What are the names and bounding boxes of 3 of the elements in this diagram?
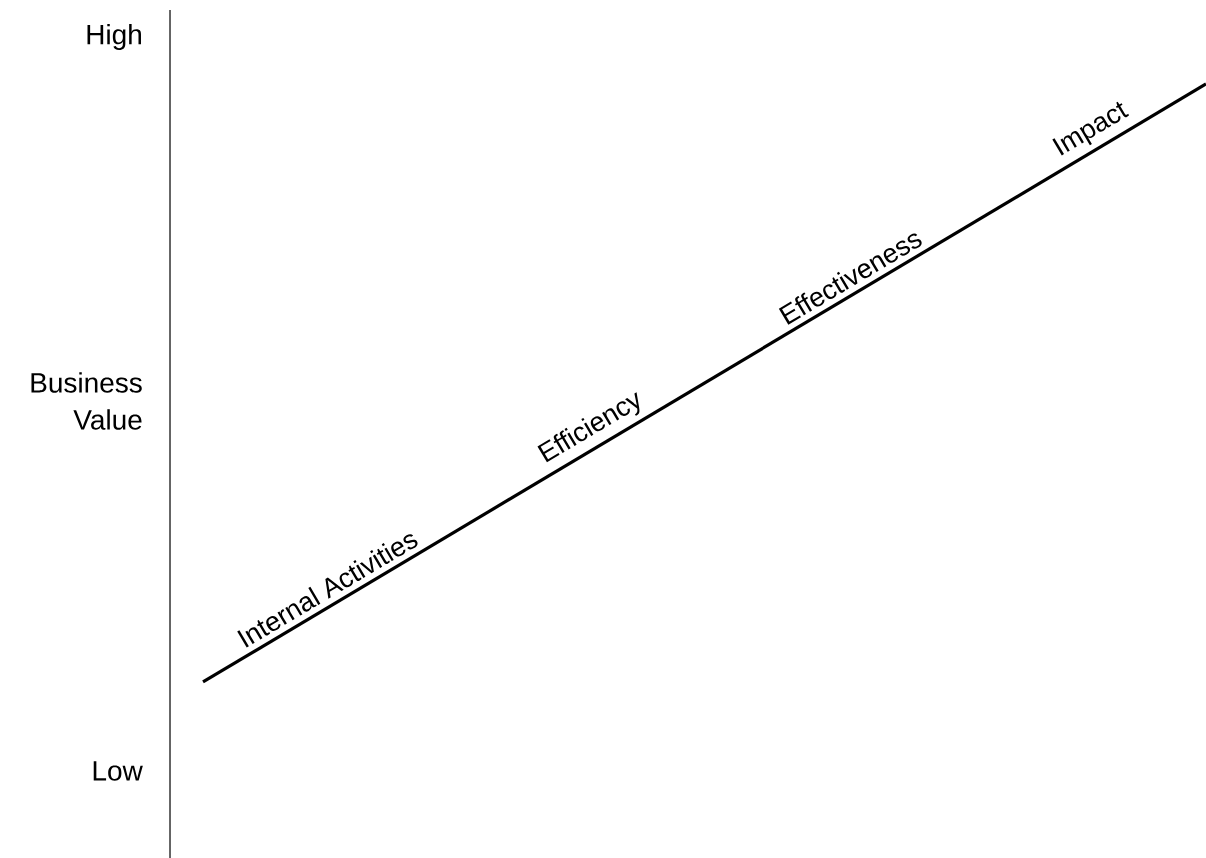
axis-label: Business Value xyxy=(31,372,142,430)
axis-label: High xyxy=(87,23,141,51)
axis-label: Low xyxy=(93,761,143,781)
